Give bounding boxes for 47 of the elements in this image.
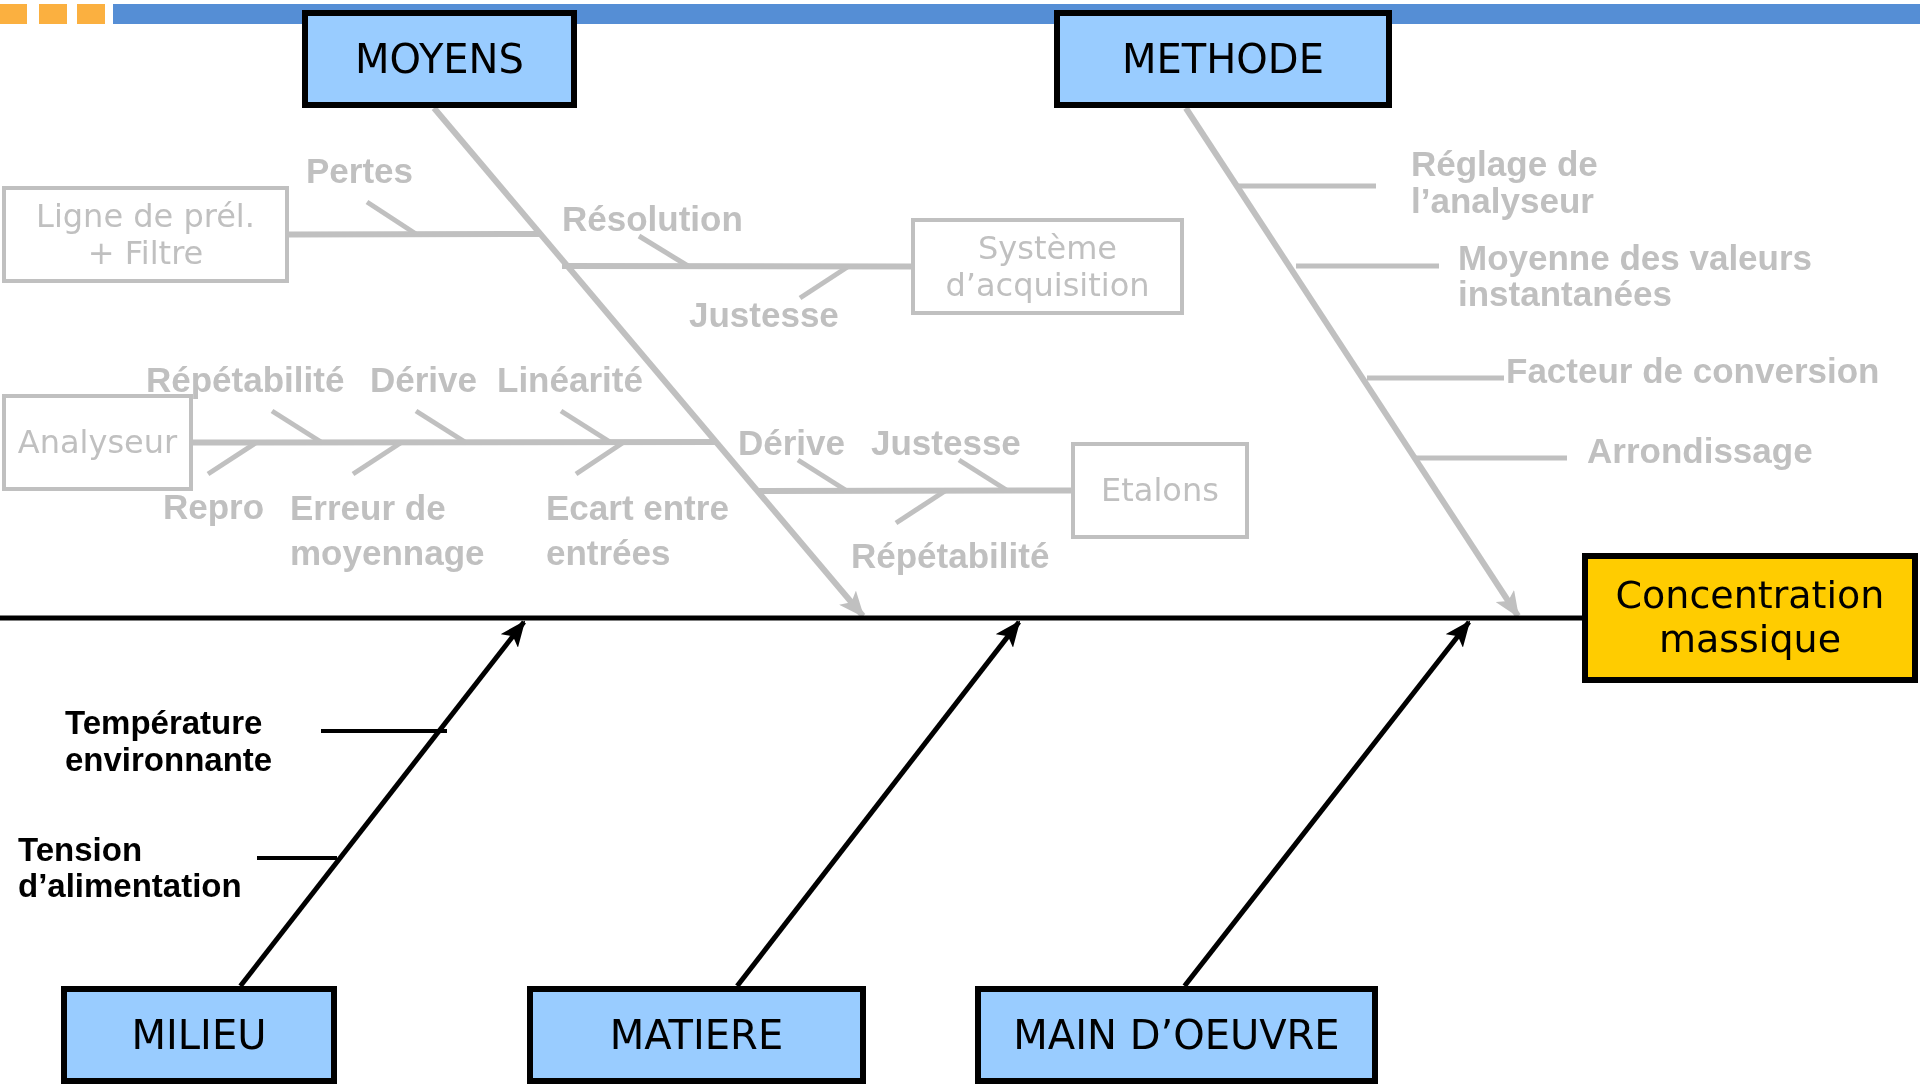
box-label: MOYENS xyxy=(355,36,524,82)
cause-label: Répétabilité xyxy=(851,536,1050,576)
cause-label: Erreur de moyennage xyxy=(290,486,486,574)
cause-label: Température environnante xyxy=(65,703,274,778)
cause-label: Moyenne des valeurs instantanées xyxy=(1458,240,1814,312)
effect-box xyxy=(1582,553,1918,683)
category-box xyxy=(527,986,866,1084)
branch-line xyxy=(289,231,539,238)
cause-label: Résolution xyxy=(562,199,743,239)
box-label: Ligne de prél. + Filtre xyxy=(35,197,256,272)
cause-label: Pertes xyxy=(306,151,414,191)
arrow xyxy=(735,620,1021,988)
arrow xyxy=(431,106,866,618)
branch-line xyxy=(193,439,716,446)
branch-line xyxy=(562,263,911,270)
box-label: METHODE xyxy=(1122,36,1324,82)
arrow xyxy=(238,620,526,988)
cause-label: Dérive xyxy=(370,360,478,400)
category-box xyxy=(975,986,1378,1084)
box-label: Analyseur xyxy=(17,424,178,461)
cause-label: Justesse xyxy=(871,423,1021,463)
arrow xyxy=(1183,106,1521,618)
category-box xyxy=(302,10,577,108)
category-box xyxy=(61,986,337,1084)
cause-box xyxy=(2,186,289,283)
cause-label: Réglage de l’analyseur xyxy=(1411,144,1599,219)
arrow xyxy=(1182,620,1471,988)
box-label: Concentration massique xyxy=(1614,574,1886,662)
box-label: MAIN D’OEUVRE xyxy=(1013,1012,1340,1058)
branch-line xyxy=(0,615,1582,621)
cause-box xyxy=(911,218,1184,315)
cause-label: Facteur de conversion xyxy=(1506,351,1880,391)
cause-label: Justesse xyxy=(689,295,839,335)
cause-label: Dérive xyxy=(738,423,846,463)
box-label: Système d’acquisition xyxy=(944,229,1151,304)
box-label: MATIERE xyxy=(609,1012,784,1058)
cause-label: Repro xyxy=(163,487,265,527)
cause-box xyxy=(1071,442,1249,539)
box-label: MILIEU xyxy=(131,1012,267,1058)
cause-label: Ecart entre entrées xyxy=(546,486,730,574)
branch-line xyxy=(758,487,1071,494)
box-label: Etalons xyxy=(1101,472,1219,509)
cause-label: Tension d’alimentation xyxy=(18,832,243,904)
cause-label: Linéarité xyxy=(497,360,643,400)
cause-label: Arrondissage xyxy=(1587,431,1813,471)
category-box xyxy=(1054,10,1392,108)
cause-label: Répétabilité xyxy=(146,360,345,400)
